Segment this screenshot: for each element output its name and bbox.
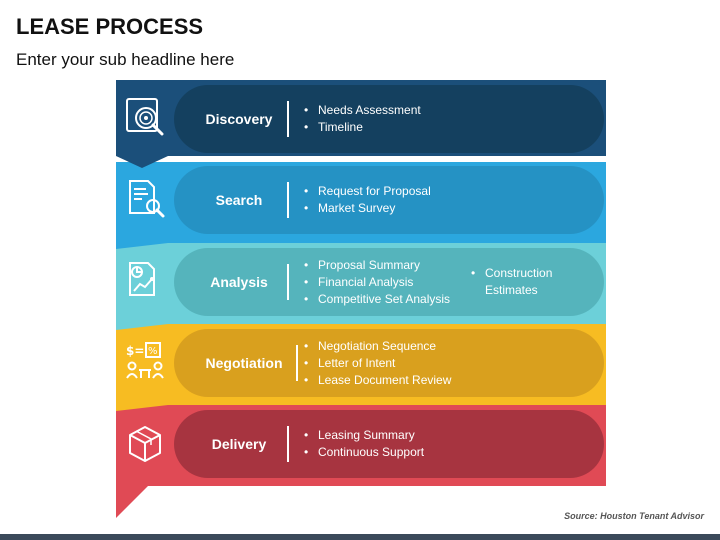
bullet-list: Leasing Summary Continuous Support — [304, 427, 424, 461]
divider — [296, 345, 298, 381]
step-pill: Negotiation Negotiation Sequence Letter … — [174, 329, 604, 397]
document-search-icon — [129, 180, 165, 218]
divider — [287, 426, 289, 462]
list-item: Financial Analysis — [304, 274, 450, 291]
list-item: Letter of Intent — [304, 355, 451, 372]
list-item: Market Survey — [304, 200, 431, 217]
list-item: Request for Proposal — [304, 183, 431, 200]
divider — [287, 264, 289, 300]
step-analysis: Analysis Proposal Summary Financial Anal… — [116, 243, 606, 321]
list-item: Proposal Summary — [304, 257, 450, 274]
step-pill: Search Request for Proposal Market Surve… — [174, 166, 604, 234]
bullet-list: Needs Assessment Timeline — [304, 102, 421, 136]
list-item: Lease Document Review — [304, 372, 451, 389]
report-chart-icon — [129, 262, 155, 296]
list-item: Leasing Summary — [304, 427, 424, 444]
step-label: Search — [215, 192, 263, 208]
list-item: Needs Assessment — [304, 102, 421, 119]
step-label: Analysis — [210, 274, 268, 290]
step-discovery: Discovery Needs Assessment Timeline — [116, 80, 606, 158]
step-pill: Analysis Proposal Summary Financial Anal… — [174, 248, 604, 316]
step-label: Discovery — [205, 111, 273, 127]
footer-bar — [0, 534, 720, 540]
magnifier-target-icon — [126, 98, 164, 136]
step-label: Delivery — [211, 436, 267, 452]
bullet-list: Request for Proposal Market Survey — [304, 183, 431, 217]
step-negotiation: $= % Negotiation Negotiation Sequence Le… — [116, 324, 606, 402]
step-label: Negotiation — [205, 355, 283, 371]
page-title: LEASE PROCESS — [16, 14, 204, 39]
step-pill: Delivery Leasing Summary Continuous Supp… — [174, 410, 604, 478]
list-item: Continuous Support — [304, 444, 424, 461]
svg-text:$=: $= — [126, 344, 144, 358]
source-note: Source: Houston Tenant Advisor — [564, 511, 704, 521]
divider — [287, 101, 289, 137]
list-item: Competitive Set Analysis — [304, 291, 450, 308]
page-subtitle: Enter your sub headline here — [16, 50, 235, 69]
bullet-list: Negotiation Sequence Letter of Intent Le… — [304, 338, 451, 389]
step-delivery: Delivery Leasing Summary Continuous Supp… — [116, 405, 606, 483]
step-pill: Discovery Needs Assessment Timeline — [174, 85, 604, 153]
bullet-list: Proposal Summary Financial Analysis Comp… — [304, 257, 450, 308]
list-item: Construction Estimates — [471, 265, 575, 299]
list-item: Timeline — [304, 119, 421, 136]
negotiation-icon: $= % — [126, 342, 164, 379]
step-search: Search Request for Proposal Market Surve… — [116, 161, 606, 239]
bullet-list-secondary: Construction Estimates — [471, 265, 575, 299]
svg-text:%: % — [148, 346, 158, 357]
list-item: Negotiation Sequence — [304, 338, 451, 355]
box-icon — [129, 426, 161, 462]
divider — [287, 182, 289, 218]
